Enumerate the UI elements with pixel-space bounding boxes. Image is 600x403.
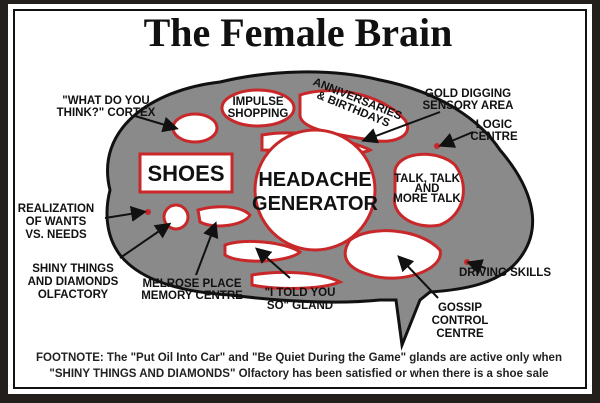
svg-text:SHOPPING: SHOPPING [228, 108, 289, 120]
svg-text:AND DIAMONDS: AND DIAMONDS [28, 276, 119, 288]
svg-text:IMPULSE: IMPULSE [232, 96, 283, 108]
arrow-realization [104, 205, 147, 222]
label-shoes: SHOES [147, 161, 224, 186]
arrow-shiny [119, 222, 172, 259]
label-talk: TALK, TALK AND MORE TALK [393, 173, 461, 205]
label-gold-digging: GOLD DIGGING SENSORY AREA [423, 88, 514, 112]
svg-text:SENSORY AREA: SENSORY AREA [423, 100, 514, 112]
svg-text:SO" GLAND: SO" GLAND [267, 300, 333, 312]
svg-text:MELROSE PLACE: MELROSE PLACE [142, 278, 241, 290]
svg-text:REALIZATION: REALIZATION [18, 203, 94, 215]
svg-text:GENERATOR: GENERATOR [252, 193, 378, 215]
svg-text:THINK?" CORTEX: THINK?" CORTEX [57, 107, 156, 119]
gossip-region [343, 229, 442, 280]
svg-text:AND: AND [415, 183, 440, 195]
arrow-logic [438, 131, 474, 148]
label-headache: HEADACHE GENERATOR [252, 169, 378, 215]
label-told-you-so: "I TOLD YOU SO" GLAND [265, 287, 336, 312]
label-realization: REALIZATION OF WANTS VS. NEEDS [18, 203, 94, 241]
svg-text:MORE TALK: MORE TALK [393, 193, 461, 205]
driving-skills-dot [464, 259, 470, 265]
arrow-driving [466, 259, 486, 275]
svg-text:TALK, TALK: TALK, TALK [394, 173, 461, 185]
footnote-line-2: "SHINY THINGS AND DIAMONDS" Olfactory ha… [49, 368, 548, 380]
svg-text:GOLD DIGGING: GOLD DIGGING [425, 88, 511, 100]
arrow-told-you-so [254, 247, 291, 279]
label-melrose: MELROSE PLACE MEMORY CENTRE [141, 278, 243, 302]
arrow-cortex [134, 115, 179, 133]
label-cortex: "WHAT DO YOU THINK?" CORTEX [57, 95, 156, 119]
svg-text:LOGIC: LOGIC [476, 119, 512, 131]
headache-generator-region [253, 128, 377, 252]
svg-text:CONTROL: CONTROL [432, 315, 489, 327]
arrow-melrose [195, 221, 219, 276]
svg-text:GOSSIP: GOSSIP [438, 302, 482, 314]
shoes-region [138, 152, 234, 194]
svg-text:SHINY THINGS: SHINY THINGS [32, 263, 114, 275]
label-logic: LOGIC CENTRE [470, 119, 518, 143]
label-impulse: IMPULSE SHOPPING [228, 96, 289, 120]
title: The Female Brain [144, 10, 453, 55]
label-driving: DRIVING SKILLS [459, 267, 551, 279]
label-gossip: GOSSIP CONTROL CENTRE [432, 302, 489, 340]
svg-text:OF WANTS: OF WANTS [26, 216, 87, 228]
shiny-things-region [196, 205, 252, 228]
melrose-region [250, 270, 344, 290]
footnote-line-1: FOOTNOTE: The "Put Oil Into Car" and "Be… [36, 352, 562, 364]
svg-text:"WHAT DO YOU: "WHAT DO YOU [62, 95, 149, 107]
arrow-gold-digging [361, 111, 441, 144]
impulse-shopping-region [220, 88, 296, 128]
poster-border [13, 9, 587, 389]
label-shiny: SHINY THINGS AND DIAMONDS OLFACTORY [28, 263, 119, 301]
arrow-gossip [397, 255, 439, 299]
svg-text:CENTRE: CENTRE [470, 131, 518, 143]
svg-text:"I TOLD YOU: "I TOLD YOU [265, 287, 336, 299]
talk-region [392, 152, 465, 228]
svg-text:CENTRE: CENTRE [436, 328, 484, 340]
cortex-region [171, 112, 219, 144]
realization-dot [145, 209, 151, 215]
svg-text:HEADACHE: HEADACHE [258, 169, 371, 191]
svg-text:VS. NEEDS: VS. NEEDS [25, 229, 87, 241]
svg-text:OLFACTORY: OLFACTORY [38, 289, 109, 301]
svg-text:MEMORY CENTRE: MEMORY CENTRE [141, 290, 243, 302]
logic-centre-dot [434, 143, 440, 149]
